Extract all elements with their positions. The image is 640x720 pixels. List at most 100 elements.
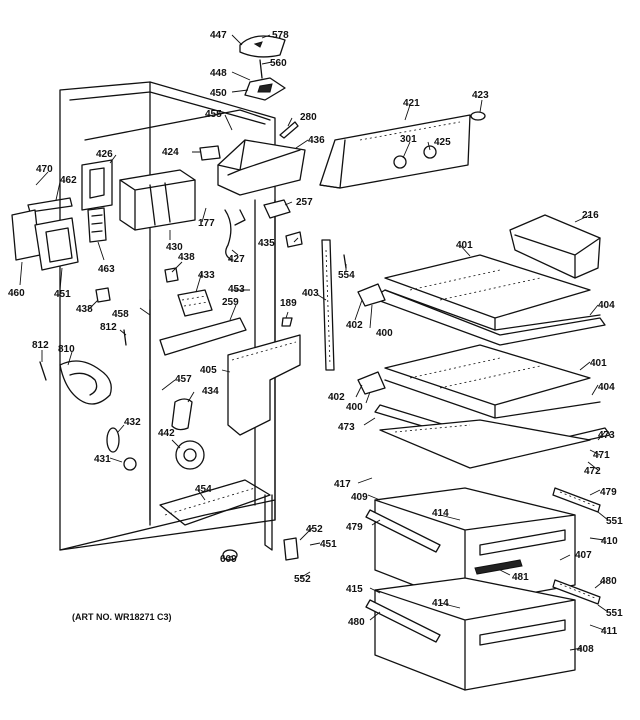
callout-455: 455	[205, 109, 222, 120]
callout-479-right: 479	[600, 487, 617, 498]
switch-424	[199, 145, 221, 161]
callout-436: 436	[308, 135, 325, 146]
shelf-glass-upper	[384, 254, 601, 331]
callout-280: 280	[300, 112, 317, 123]
callout-473-right: 473	[598, 430, 615, 441]
callout-257: 257	[296, 197, 313, 208]
callout-415: 415	[346, 584, 363, 595]
slide-rail-480	[552, 579, 601, 605]
harness-427	[224, 209, 246, 261]
callout-479-left: 479	[346, 522, 363, 533]
callout-452: 452	[306, 524, 323, 535]
callout-407: 407	[575, 550, 592, 561]
callout-435: 435	[258, 238, 275, 249]
callout-424: 424	[162, 147, 179, 158]
rail-403	[321, 239, 335, 371]
crisper-drawer-lower	[374, 577, 576, 691]
callout-216: 216	[582, 210, 599, 221]
screw-812b	[123, 329, 127, 346]
callout-425: 425	[434, 137, 451, 148]
callout-481: 481	[512, 572, 529, 583]
callout-434: 434	[202, 386, 219, 397]
knob-432	[106, 427, 120, 453]
bin-216	[509, 214, 601, 279]
screw-812a	[39, 361, 47, 381]
shroud-panel	[319, 114, 471, 189]
drawer-rail-left-lower	[365, 599, 441, 643]
control-housing-426	[81, 159, 113, 211]
thermostat-442	[175, 440, 205, 470]
shelf-frame-upper	[371, 289, 606, 346]
leader-lines	[19, 34, 609, 651]
callout-labels: 447 578 448 560 450 455 421 423 280 436 …	[8, 30, 623, 655]
connector-438b	[95, 287, 111, 303]
callout-480-right: 480	[600, 576, 617, 587]
callout-430: 430	[166, 242, 183, 253]
callout-432: 432	[124, 417, 141, 428]
callout-463: 463	[98, 264, 115, 275]
callout-453: 453	[228, 284, 245, 295]
shelf-support-400a	[357, 283, 386, 307]
callout-480-left: 480	[348, 617, 365, 628]
callout-471: 471	[593, 450, 610, 461]
callout-408: 408	[577, 644, 594, 655]
callout-402-upper: 402	[346, 320, 363, 331]
callout-411: 411	[601, 626, 618, 637]
callout-405: 405	[200, 365, 217, 376]
light-shield-434	[171, 398, 193, 431]
callout-609: 609	[220, 554, 237, 565]
callout-404-upper: 404	[598, 300, 615, 311]
damper-433	[177, 289, 213, 317]
callout-417: 417	[334, 479, 351, 490]
lamp-socket-435	[285, 231, 303, 248]
callout-447: 447	[210, 30, 227, 41]
callout-450: 450	[210, 88, 227, 99]
slide-rail-479	[552, 487, 601, 513]
fan-blade-assembly	[239, 35, 286, 58]
callout-259: 259	[222, 297, 239, 308]
callout-301: 301	[400, 134, 417, 145]
callout-189: 189	[280, 298, 297, 309]
callout-400-upper: 400	[376, 328, 393, 339]
clip-280	[279, 121, 299, 139]
callout-438-upper: 438	[178, 252, 195, 263]
callout-812-right: 812	[100, 322, 117, 333]
callout-402-lower: 402	[328, 392, 345, 403]
callout-410: 410	[601, 536, 618, 547]
callout-404-lower: 404	[598, 382, 615, 393]
callout-457: 457	[175, 374, 192, 385]
evaporator-cover	[217, 139, 306, 196]
callout-472: 472	[584, 466, 601, 477]
callout-438-lower: 438	[76, 304, 93, 315]
callout-401-lower: 401	[590, 358, 607, 369]
callout-552: 552	[294, 574, 311, 585]
callout-414-lower: 414	[432, 598, 449, 609]
callout-460: 460	[8, 288, 25, 299]
callout-473-left: 473	[338, 422, 355, 433]
callout-470: 470	[36, 164, 53, 175]
callout-462: 462	[60, 175, 77, 186]
callout-578: 578	[272, 30, 289, 41]
crisper-cover-471	[379, 419, 591, 469]
callout-431: 431	[94, 454, 111, 465]
callout-448: 448	[210, 68, 227, 79]
shelf-glass-middle	[384, 344, 601, 419]
callout-454: 454	[195, 484, 212, 495]
relay-463	[87, 207, 107, 243]
callout-414-upper: 414	[432, 508, 449, 519]
connector-438a	[164, 267, 179, 283]
callout-810: 810	[58, 344, 75, 355]
callout-458: 458	[112, 309, 129, 320]
caster-609	[222, 549, 238, 561]
drawer-rail-left-upper	[365, 509, 441, 553]
cap-small	[470, 111, 486, 121]
knob-431	[123, 457, 137, 471]
callout-177: 177	[198, 218, 215, 229]
callout-560: 560	[270, 58, 287, 69]
grille-259	[159, 317, 247, 356]
callout-551-upper: 551	[606, 516, 623, 527]
callout-451-lower: 451	[320, 539, 337, 550]
callout-554: 554	[338, 270, 355, 281]
callout-409: 409	[351, 492, 368, 503]
